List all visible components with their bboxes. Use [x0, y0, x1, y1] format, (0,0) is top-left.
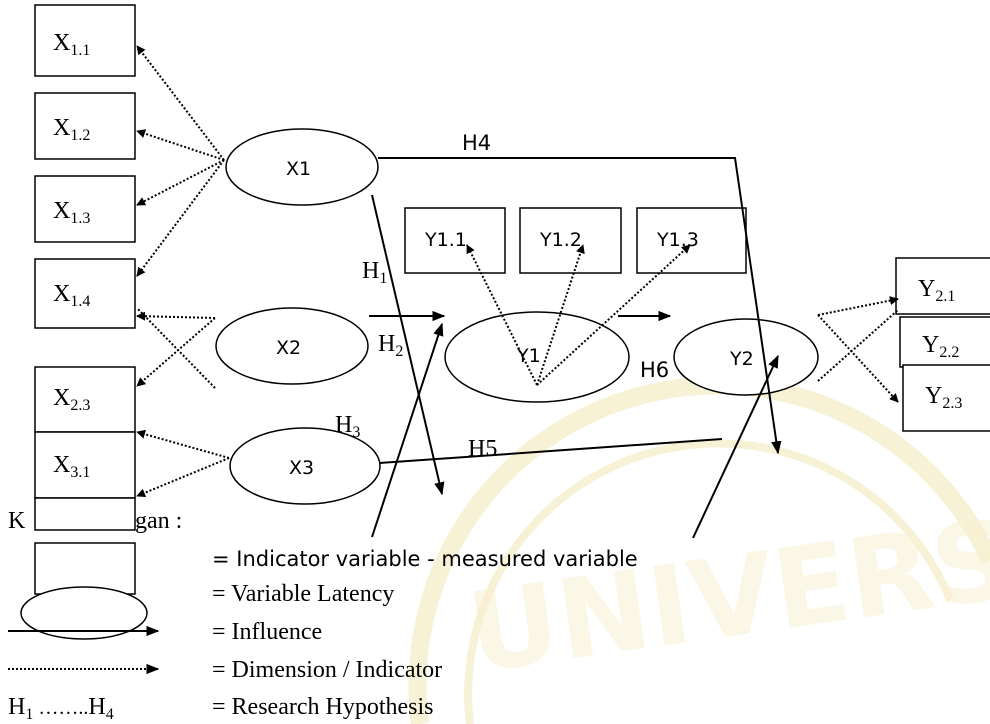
indicator-x23: X2.3	[34, 366, 136, 433]
svg-text:X1: X1	[286, 158, 311, 180]
indicator-y21: Y2.1	[895, 257, 990, 315]
indicator-x31: X3.1	[34, 431, 136, 499]
watermark-text: UNIVERSITAS	[461, 457, 990, 698]
indicator-x12: X1.2	[34, 92, 136, 160]
svg-text:Y2.3: Y2.3	[925, 383, 962, 412]
dimension-arrows	[136, 45, 899, 498]
svg-text:X3.1: X3.1	[53, 452, 90, 481]
legend-hypothesis-range: H1 ……..H4	[8, 694, 114, 723]
indicator-y23: Y2.3	[902, 364, 990, 432]
indicator-y22: Y2.2	[899, 316, 990, 368]
svg-text:X1.1: X1.1	[53, 30, 90, 59]
svg-text:X1.3: X1.3	[53, 198, 90, 227]
legend-hypothesis-text: = Research Hypothesis	[212, 694, 433, 720]
svg-text:Y2.2: Y2.2	[922, 332, 959, 361]
latent-x3: X3	[229, 427, 381, 505]
legend-box-symbol	[34, 542, 136, 595]
svg-text:Y1.1: Y1.1	[424, 229, 467, 251]
legend-indicator-text: = Indicator variable - measured variable	[212, 547, 638, 571]
latent-y1: Y1	[444, 311, 630, 403]
hypothesis-labels: H4 H1 H2 H6 H3 H5	[335, 131, 669, 462]
label-h1: H1	[362, 258, 387, 287]
legend-influence-text: = Influence	[212, 619, 322, 645]
influence-paths	[369, 157, 782, 539]
indicator-x14: X1.4	[34, 258, 136, 329]
svg-text:X3: X3	[289, 457, 314, 479]
label-h5: H5	[468, 436, 497, 462]
legend-title-start: K	[8, 508, 26, 534]
latent-y2: Y2	[673, 318, 819, 396]
label-h3: H3	[335, 412, 360, 441]
svg-text:X2: X2	[276, 337, 301, 359]
svg-text:X2.3: X2.3	[53, 385, 90, 414]
legend-ellipse-symbol	[20, 586, 148, 640]
legend-dimension-text: = Dimension / Indicator	[212, 657, 442, 683]
latent-x1: X1	[225, 128, 379, 206]
label-h6: H6	[640, 358, 669, 382]
svg-text:Y2.1: Y2.1	[918, 276, 955, 305]
svg-text:Y2: Y2	[729, 348, 754, 370]
legend: K gan : = Indicator variable - measured …	[8, 508, 638, 723]
indicator-y13: Y1.3	[636, 207, 747, 274]
svg-text:Y1.3: Y1.3	[656, 229, 699, 251]
legend-title-end: gan :	[135, 508, 182, 534]
svg-text:Y1: Y1	[516, 345, 541, 367]
svg-text:X1.4: X1.4	[53, 281, 90, 310]
indicator-y12: Y1.2	[519, 207, 622, 274]
svg-text:X1.2: X1.2	[53, 115, 90, 144]
latent-x2: X2	[215, 307, 369, 385]
label-h2: H2	[378, 331, 403, 360]
indicator-x13: X1.3	[34, 175, 136, 243]
label-h4: H4	[462, 131, 491, 155]
svg-text:Y1.2: Y1.2	[539, 229, 582, 251]
indicator-y11: Y1.1	[404, 207, 506, 274]
partial-indicator-box	[34, 497, 136, 531]
indicator-x11: X1.1	[34, 4, 136, 77]
legend-latent-text: = Variable Latency	[212, 581, 394, 607]
